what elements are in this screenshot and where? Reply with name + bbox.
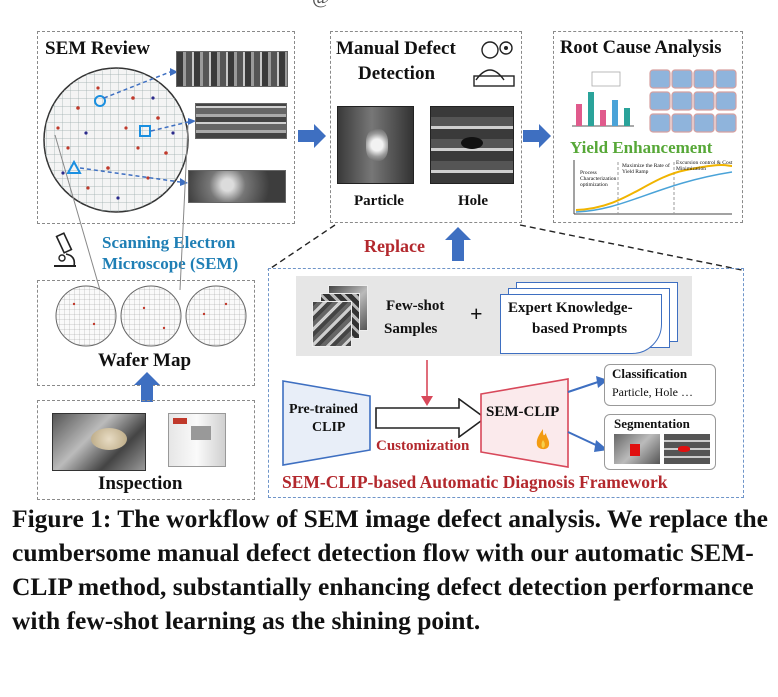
manual-defect-title-1: Manual Defect [336, 38, 456, 59]
sem-review-title: SEM Review [45, 38, 151, 59]
framework-panel [268, 268, 744, 498]
classification-box [604, 364, 716, 406]
bar-chart-thumbnail [572, 71, 634, 127]
person-gear-icon [473, 41, 515, 87]
hole-label: Hole [458, 193, 488, 209]
expert-label-1: Expert Knowledge- [508, 300, 633, 316]
customization-label: Customization [376, 438, 470, 454]
wafer-tiles-thumbnail [649, 69, 737, 133]
classification-items: Particle, Hole … [612, 385, 693, 399]
plus-sign: + [470, 301, 483, 326]
particle-label: Particle [354, 193, 404, 209]
sem-connector-lines [54, 124, 189, 291]
yield-enhancement-label: Yield Enhancement [570, 138, 713, 157]
manual-defect-title-2: Detection [358, 63, 436, 84]
customization-arrow [375, 398, 487, 438]
inspection-machine-2 [168, 413, 226, 467]
top-fragment: @ [312, 0, 330, 9]
microscope-label-1: Scanning Electron [102, 233, 236, 252]
replace-label: Replace [364, 236, 425, 256]
framework-title: SEM-CLIP-based Automatic Diagnosis Frame… [282, 472, 668, 492]
pretrained-clip-shape [282, 380, 371, 466]
segmentation-image-2 [664, 434, 710, 464]
inspection-machine-1 [52, 413, 146, 471]
root-cause-title: Root Cause Analysis [560, 38, 722, 58]
microscope-icon [54, 232, 76, 267]
segmentation-image-1 [614, 434, 660, 464]
figure-caption: Figure 1: The workflow of SEM image defe… [12, 504, 768, 635]
hole-image [430, 106, 514, 184]
few-shot-label-1: Few-shot [386, 298, 445, 314]
semclip-label: SEM-CLIP [486, 404, 560, 420]
arrow-down-red [421, 360, 433, 406]
arrow-up-1 [134, 372, 160, 402]
arrow-right-1 [298, 124, 326, 148]
zoom-lines [267, 224, 743, 271]
pretrained-label-2: CLIP [312, 420, 346, 435]
sem-review-panel [37, 31, 295, 224]
sem-thumb-2 [195, 103, 287, 139]
chart-label-1: Process Characterization optimization [580, 170, 617, 188]
microscope-label-2: Microscope (SEM) [102, 254, 239, 273]
sem-thumb-3 [188, 170, 286, 203]
root-cause-panel [553, 31, 743, 223]
pretrained-label-1: Pre-trained [289, 402, 358, 417]
few-shot-stack-1 [312, 301, 352, 347]
fire-icon [536, 429, 550, 450]
arrow-right-2 [523, 124, 551, 148]
yield-curve-thumbnail [573, 160, 733, 215]
wafer-map-title: Wafer Map [98, 350, 192, 371]
segmentation-title: Segmentation [614, 416, 690, 431]
particle-image [337, 106, 414, 184]
semclip-shape [480, 378, 569, 468]
inspection-title: Inspection [98, 473, 183, 494]
chart-label-2: Maximize the Rate of Yield Ramp [622, 163, 670, 175]
expert-label-2: based Prompts [532, 321, 628, 337]
classification-title: Classification [612, 366, 688, 381]
manual-defect-panel [330, 31, 522, 223]
inspection-panel [37, 400, 255, 500]
arrow-up-replace [445, 227, 471, 261]
few-shot-label-2: Samples [384, 321, 438, 337]
wafer-map-circles [55, 285, 247, 347]
prompt-stack-0 [500, 294, 662, 354]
sem-thumb-1 [176, 51, 288, 87]
chart-label-3: Excursion control & Cost Minimization [676, 160, 733, 172]
wafer-graphic [43, 67, 196, 213]
